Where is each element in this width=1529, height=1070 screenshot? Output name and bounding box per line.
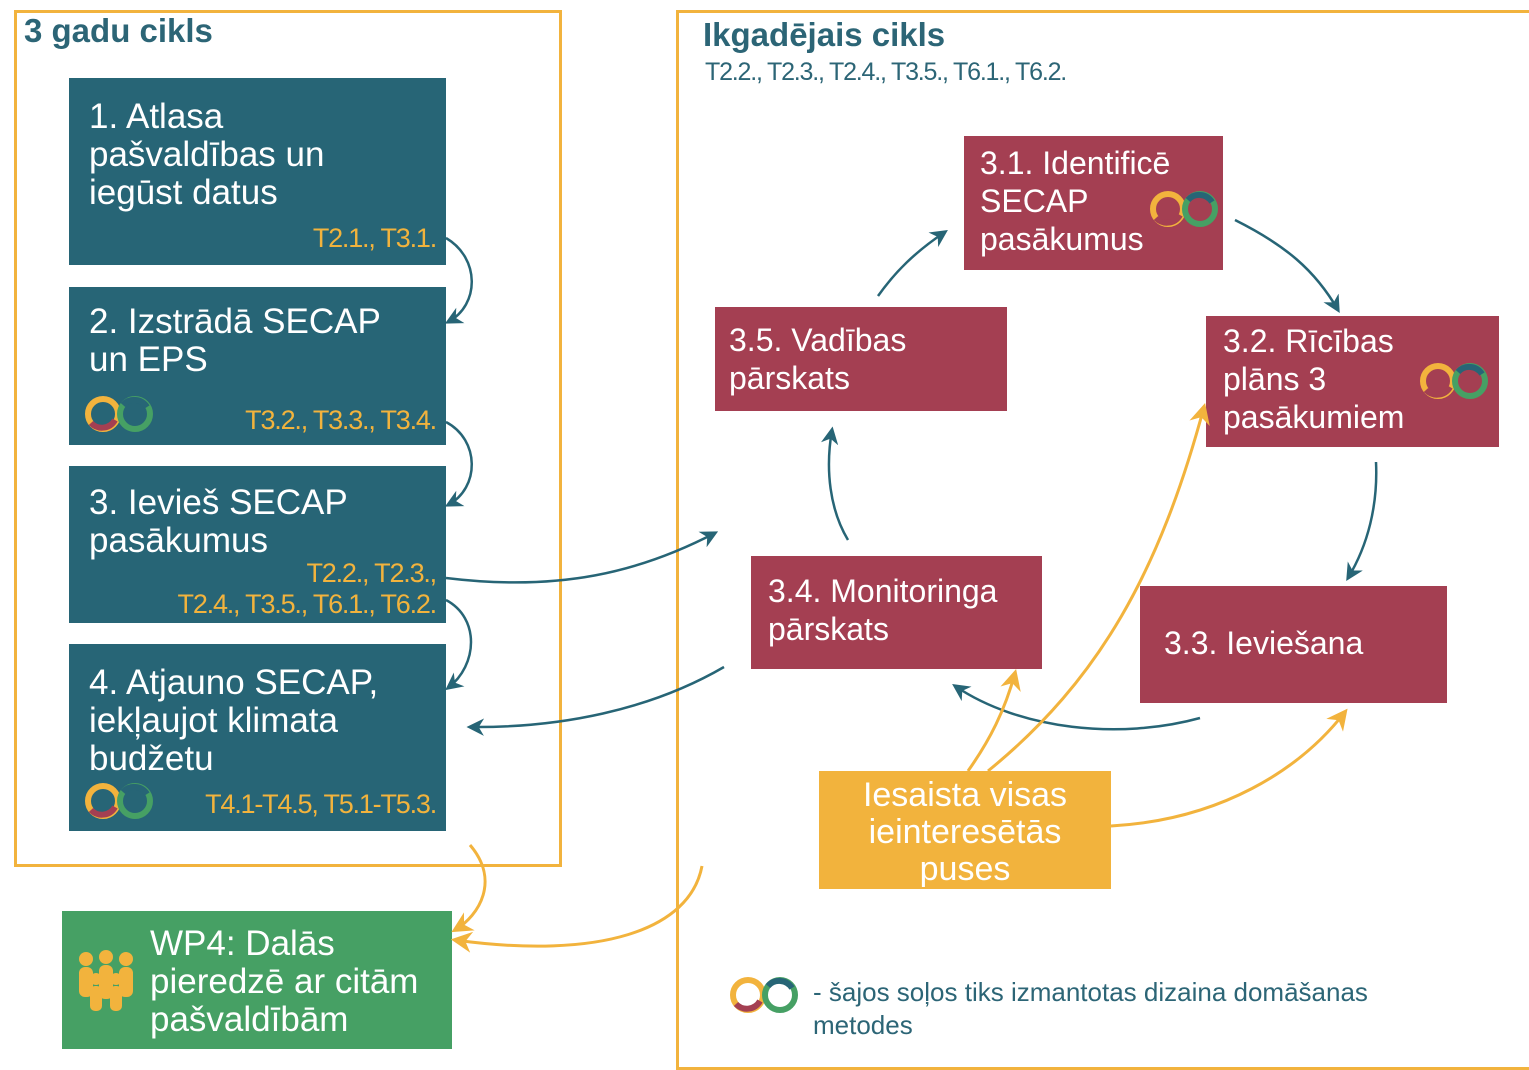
arrow-stakeholders-to-3-4 <box>966 668 1021 772</box>
step-3-5-box: 3.5. Vadības pārskats <box>715 307 1007 411</box>
design-thinking-icon <box>85 783 153 819</box>
design-thinking-icon <box>1420 363 1488 399</box>
design-thinking-icon <box>730 977 798 1013</box>
step-3-label: 3. Ievieš SECAP pasākumus <box>89 483 348 560</box>
step-2-box: 2. Izstrādā SECAP un EPS T3.2., T3.3., T… <box>69 287 446 445</box>
arrow-stakeholders-to-3-3 <box>1110 708 1348 828</box>
design-thinking-icon <box>1150 191 1218 227</box>
wp4-label: WP4: Dalās pieredzē ar citām pašvaldībām <box>150 924 419 1039</box>
step-3-box: 3. Ievieš SECAP pasākumus T2.2., T2.3., … <box>69 466 446 623</box>
stakeholders-label: Iesaista visas ieinteresētās puses <box>862 776 1068 888</box>
wp4-box: WP4: Dalās pieredzē ar citām pašvaldībām <box>62 911 452 1049</box>
step-3-4-box: 3.4. Monitoringa pārskats <box>751 556 1042 669</box>
arrow-step3-to-annual <box>445 531 719 584</box>
step-3-2-box: 3.2. Rīcības plāns 3 pasākumiem <box>1206 316 1499 447</box>
step-4-label: 4. Atjauno SECAP, iekļaujot klimata budž… <box>89 663 379 778</box>
step-3-1-box: 3.1. Identificē SECAP pasākumus <box>964 136 1223 270</box>
design-thinking-icon <box>85 396 153 432</box>
step-1-task-codes: T2.1., T3.1. <box>312 223 437 253</box>
three-year-cycle-title: 3 gadu cikls <box>24 12 213 49</box>
step-3-1-label: 3.1. Identificē SECAP pasākumus <box>980 145 1171 257</box>
arrow-3-4-to-3-5 <box>820 426 850 541</box>
step-3-task-codes: T2.2., T2.3., T2.4., T3.5., T6.1., T6.2. <box>177 558 438 619</box>
arrow-3-1-to-3-2 <box>1234 218 1340 314</box>
arrow-step4-to-wp4 <box>451 844 487 933</box>
arrow-3-2-to-3-3 <box>1346 461 1378 581</box>
arrow-annual-to-wp4 <box>450 865 704 953</box>
annual-cycle-title: Ikgadējais cikls <box>703 16 946 53</box>
arrow-step1-to-step2 <box>444 236 473 324</box>
step-3-3-label: 3.3. Ieviešana <box>1164 625 1364 661</box>
step-3-4-label: 3.4. Monitoringa pārskats <box>768 573 998 647</box>
arrow-annual-to-step4 <box>466 665 725 736</box>
arrow-step3-to-step4 <box>445 598 473 691</box>
people-icon <box>79 950 133 1011</box>
annual-cycle-task-codes: T2.2., T2.3., T2.4., T3.5., T6.1., T6.2. <box>705 58 1067 86</box>
step-1-label: 1. Atlasa pašvaldības un iegūst datus <box>89 97 325 212</box>
step-3-3-box: 3.3. Ieviešana <box>1140 586 1447 703</box>
three-year-cycle-frame <box>14 10 562 867</box>
arrow-stakeholders-to-3-2 <box>987 402 1210 773</box>
step-4-task-codes: T4.1-T4.5, T5.1-T5.3. <box>205 789 437 819</box>
step-3-5-label: 3.5. Vadības pārskats <box>729 322 907 396</box>
stakeholders-box: Iesaista visas ieinteresētās puses <box>819 771 1111 889</box>
arrow-3-5-to-3-1 <box>876 230 948 297</box>
arrow-3-3-to-3-4 <box>952 684 1201 731</box>
step-2-label: 2. Izstrādā SECAP un EPS <box>89 302 381 379</box>
arrow-step2-to-step3 <box>444 420 473 507</box>
step-1-box: 1. Atlasa pašvaldības un iegūst datus T2… <box>69 78 446 265</box>
step-3-2-label: 3.2. Rīcības plāns 3 pasākumiem <box>1223 323 1405 435</box>
step-2-task-codes: T3.2., T3.3., T3.4. <box>245 405 437 435</box>
step-4-box: 4. Atjauno SECAP, iekļaujot klimata budž… <box>69 644 446 831</box>
legend-text: - šajos soļos tiks izmantotas dizaina do… <box>813 977 1368 1040</box>
